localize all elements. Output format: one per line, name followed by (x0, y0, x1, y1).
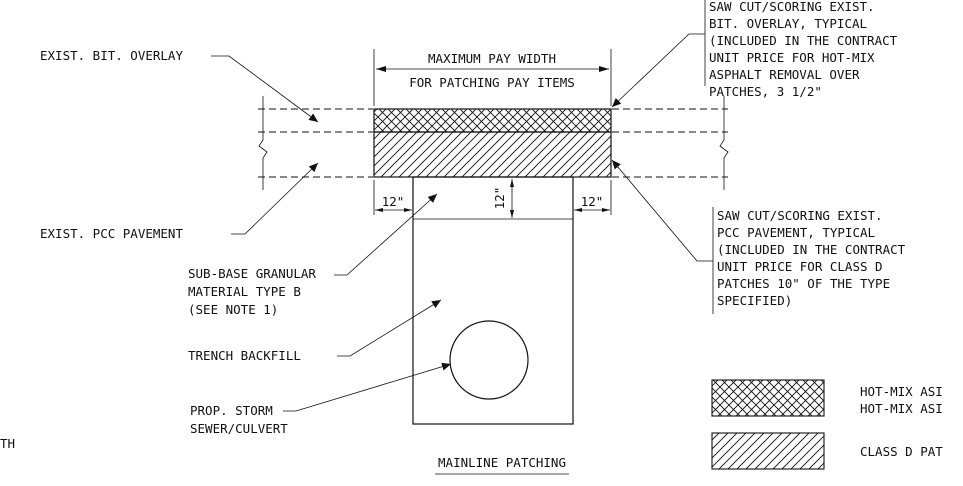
saw-cut-pcc-line3: (INCLUDED IN THE CONTRACT (717, 242, 906, 257)
label-trench-backfill: TRENCH BACKFILL (188, 348, 301, 363)
saw-cut-overlay-line3: (INCLUDED IN THE CONTRACT (709, 33, 898, 48)
dimension-lines (373, 179, 612, 220)
note-saw-cut-overlay: SAW CUT/SCORING EXIST. BIT. OVERLAY, TYP… (704, 0, 898, 99)
storm-sewer-pipe (449, 320, 529, 400)
bit-overlay-hatch (373, 108, 612, 133)
saw-cut-pcc-line4: UNIT PRICE FOR CLASS D (717, 259, 883, 274)
legend-hotmix-line1: HOT-MIX ASI (860, 384, 943, 399)
dimension-left-label: 12" (382, 194, 405, 209)
note-saw-cut-pcc: SAW CUT/SCORING EXIST. PCC PAVEMENT, TYP… (712, 207, 906, 314)
trench (412, 176, 574, 425)
saw-cut-overlay-line6: PATCHES, 3 1/2" (709, 84, 822, 99)
saw-cut-overlay-line1: SAW CUT/SCORING EXIST. (709, 0, 875, 14)
pavement-lines (258, 96, 729, 190)
pay-width-line1: MAXIMUM PAY WIDTH (428, 51, 556, 66)
saw-cut-pcc-line5: PATCHES 10" OF THE TYPE (717, 276, 890, 291)
legend-crosshatch-swatch (711, 379, 825, 417)
label-pcc-pavement: EXIST. PCC PAVEMENT (40, 226, 183, 241)
saw-cut-overlay-line4: UNIT PRICE FOR HOT-MIX (709, 50, 875, 65)
storm-sewer-line2: SEWER/CULVERT (190, 421, 288, 436)
legend-diagonal-swatch (711, 432, 825, 470)
saw-cut-pcc-line2: PCC PAVEMENT, TYPICAL (717, 225, 875, 240)
pay-width-line2: FOR PATCHING PAY ITEMS (409, 75, 575, 90)
drawing-title: MAINLINE PATCHING (438, 455, 566, 470)
sub-base-line2: MATERIAL TYPE B (188, 284, 301, 299)
label-sub-base: SUB-BASE GRANULAR MATERIAL TYPE B (SEE N… (188, 266, 316, 317)
saw-cut-overlay-line5: ASPHALT REMOVAL OVER (709, 67, 860, 82)
saw-cut-pcc-line1: SAW CUT/SCORING EXIST. (717, 208, 883, 223)
label-storm-sewer: PROP. STORM SEWER/CULVERT (190, 403, 288, 436)
sub-base-line1: SUB-BASE GRANULAR (188, 266, 316, 281)
saw-cut-overlay-line2: BIT. OVERLAY, TYPICAL (709, 16, 867, 31)
legend-class-d-label: CLASS D PAT (860, 444, 943, 459)
pcc-patch-hatch (373, 131, 612, 178)
dimension-vertical-label: 12" (492, 187, 507, 210)
storm-sewer-line1: PROP. STORM (190, 403, 273, 418)
label-partial-left: TH (0, 436, 15, 451)
saw-cut-pcc-line6: SPECIFIED) (717, 293, 792, 308)
legend: HOT-MIX ASI HOT-MIX ASI CLASS D PAT (711, 379, 943, 470)
dimension-right-label: 12" (581, 194, 604, 209)
sub-base-line3: (SEE NOTE 1) (188, 302, 278, 317)
legend-hotmix-line2: HOT-MIX ASI (860, 401, 943, 416)
pay-width-dimension (373, 49, 612, 106)
label-bit-overlay: EXIST. BIT. OVERLAY (40, 48, 183, 63)
